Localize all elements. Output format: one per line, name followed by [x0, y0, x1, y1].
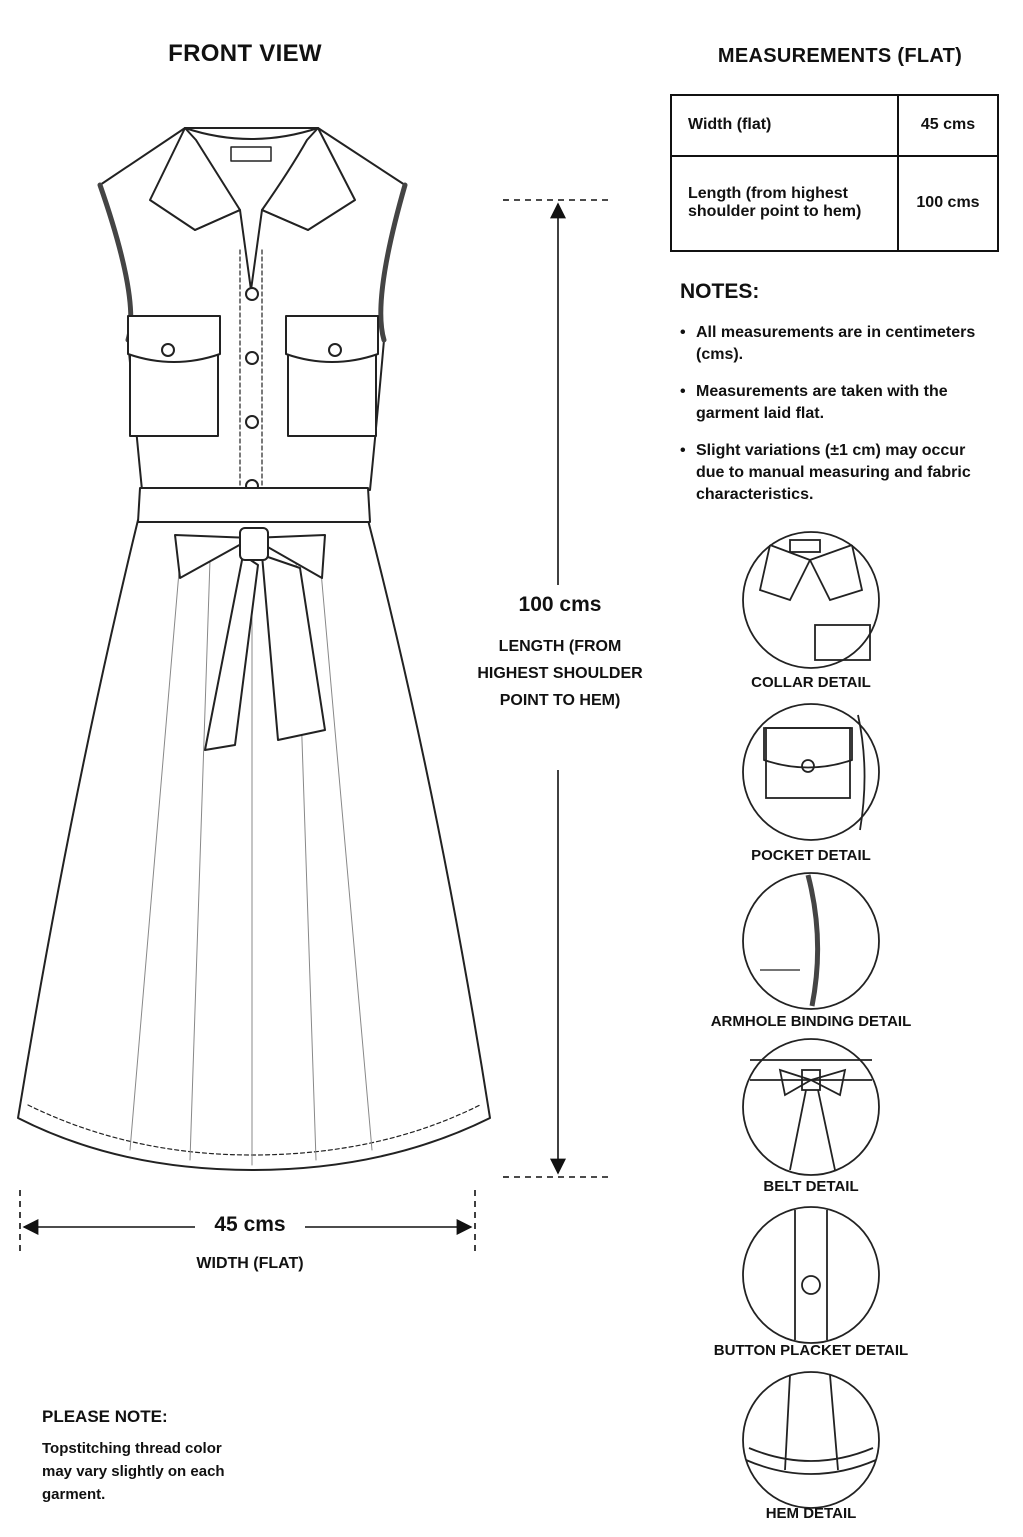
waistband	[137, 487, 371, 523]
measurements-table: Width (flat) 45 cms Length (from highest…	[670, 94, 999, 253]
lapel-left	[194, 209, 252, 291]
notes-list: All measurements are in centimeters (cms…	[680, 322, 980, 521]
list-item: Measurements are taken with the garment …	[680, 381, 980, 425]
please-note-title: PLEASE NOTE:	[42, 1407, 168, 1426]
hem-detail-icon	[742, 1371, 880, 1509]
measurement-value: 100 cms	[897, 154, 999, 253]
pocket-right	[285, 315, 379, 437]
placket-detail-icon	[742, 1206, 880, 1344]
length-label: LENGTH (FROM HIGHEST SHOULDER POINT TO H…	[477, 638, 643, 709]
collar-detail-icon	[742, 531, 880, 669]
hem-detail-label: HEM DETAIL	[765, 1505, 857, 1522]
width-value: 45 cms	[214, 1213, 286, 1236]
length-value: 100 cms	[518, 593, 602, 616]
placket	[239, 249, 263, 491]
front-buttons	[245, 287, 259, 493]
please-note-text: Topstitching thread color may vary sligh…	[42, 1440, 225, 1503]
skirt-folds	[129, 559, 373, 1166]
measurement-value: 45 cms	[897, 94, 999, 157]
belt-detail-icon	[742, 1038, 880, 1176]
neckline	[184, 127, 319, 140]
pocket-detail-label: POCKET DETAIL	[751, 847, 871, 864]
armhole-detail-icon	[742, 872, 880, 1010]
pocket-detail-icon	[742, 703, 880, 841]
skirt-outline	[17, 519, 491, 1171]
table-row: Width (flat) 45 cms	[670, 94, 999, 157]
collar-detail-label: COLLAR DETAIL	[751, 674, 871, 691]
pocket-left	[127, 315, 221, 437]
dress-front-drawing	[17, 127, 491, 1171]
list-item: Slight variations (±1 cm) may occur due …	[680, 440, 980, 506]
measurement-label: Width (flat)	[670, 94, 899, 157]
width-label: WIDTH (FLAT)	[196, 1255, 304, 1272]
width-dimension	[19, 1190, 476, 1255]
measurement-label: Length (from highest shoulder point to h…	[670, 154, 899, 253]
belt-bow	[174, 527, 326, 751]
front-view-title: FRONT VIEW	[168, 40, 322, 67]
lapel-right	[250, 209, 309, 291]
armhole-detail-label: ARMHOLE BINDING DETAIL	[710, 1013, 912, 1030]
list-item: All measurements are in centimeters (cms…	[680, 322, 980, 366]
belt-detail-label: BELT DETAIL	[763, 1178, 859, 1195]
notes-title: NOTES:	[680, 280, 760, 303]
length-dimension	[503, 199, 613, 1178]
armhole-right	[378, 182, 408, 343]
placket-detail-label: BUTTON PLACKET DETAIL	[713, 1342, 909, 1359]
table-row: Length (from highest shoulder point to h…	[670, 154, 999, 253]
measurements-title: MEASUREMENTS (FLAT)	[717, 45, 963, 67]
neck-label	[230, 146, 272, 162]
